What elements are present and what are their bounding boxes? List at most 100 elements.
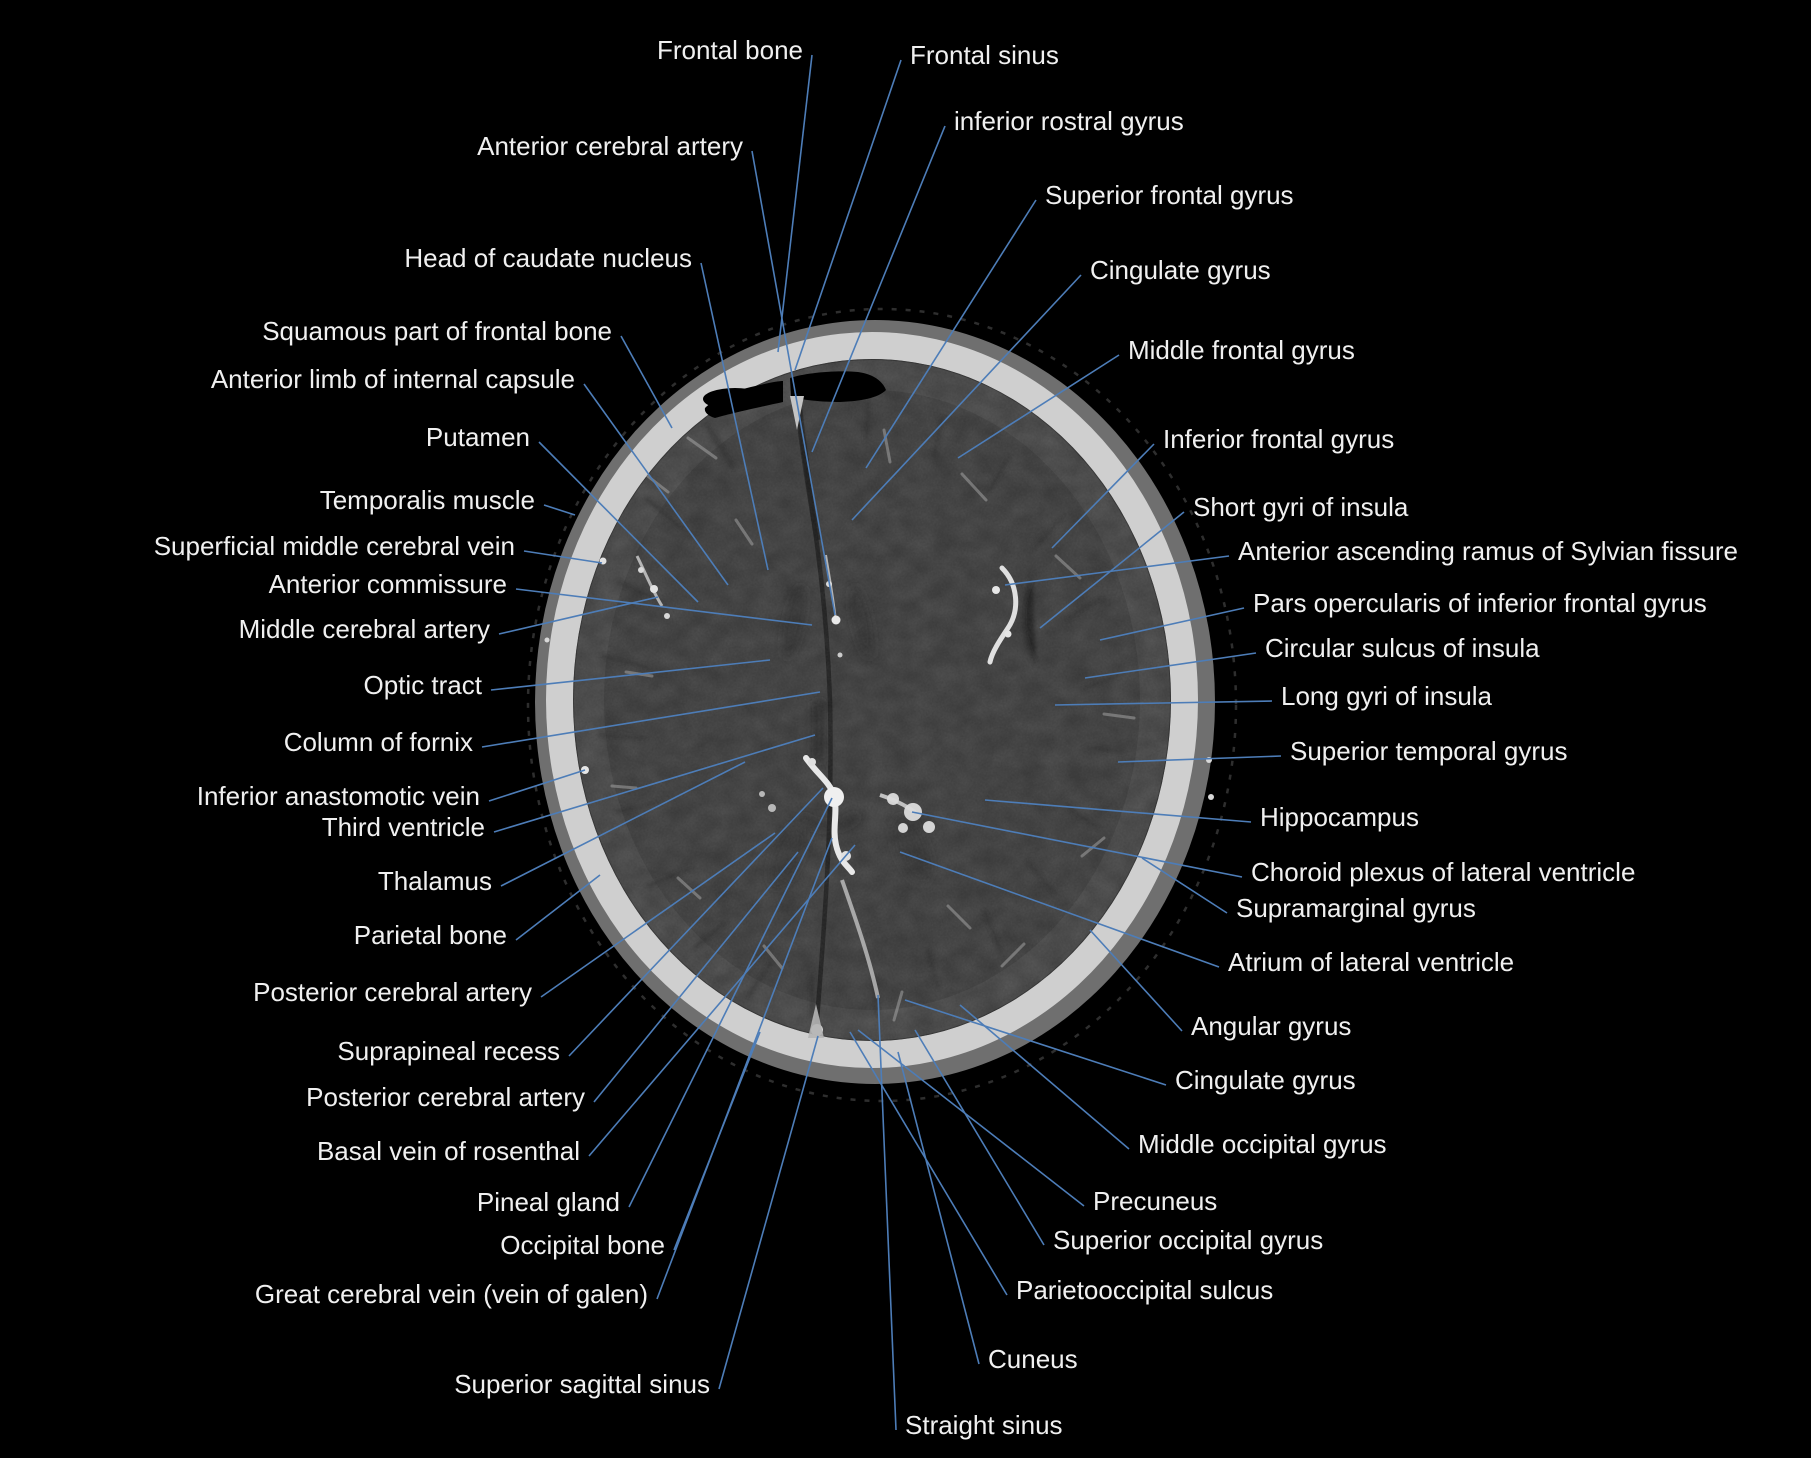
anatomy-label: Pars opercularis of inferior frontal gyr…	[1253, 588, 1707, 618]
leader-line	[718, 1035, 819, 1390]
leader-line	[538, 441, 699, 603]
anatomy-label: Thalamus	[378, 866, 492, 896]
frontal-crest	[790, 396, 804, 430]
anatomy-label: Parietal bone	[354, 920, 507, 950]
leader-line	[1089, 929, 1183, 1032]
leader-line	[957, 354, 1120, 459]
anatomy-label: Parietooccipital sulcus	[1016, 1275, 1273, 1305]
anatomy-label: Anterior cerebral artery	[477, 131, 743, 161]
leader-line	[857, 1029, 1085, 1207]
leader-line	[583, 383, 729, 586]
anatomy-label: Head of caudate nucleus	[404, 243, 692, 273]
leader-line	[568, 787, 824, 1057]
anatomy-label: Circular sulcus of insula	[1265, 633, 1540, 663]
anatomy-label: Column of fornix	[284, 727, 473, 757]
leader-line	[620, 335, 673, 429]
leader-line	[1117, 755, 1282, 763]
leader-line	[493, 734, 816, 833]
anatomy-label: Inferior frontal gyrus	[1163, 424, 1394, 454]
anatomy-label: Middle occipital gyrus	[1138, 1129, 1387, 1159]
anatomy-label: Optic tract	[364, 670, 483, 700]
leader-line	[811, 125, 946, 453]
anatomy-label: Inferior anastomotic vein	[197, 781, 480, 811]
straight-sinus-streak	[840, 879, 880, 999]
anatomy-label: Posterior cerebral artery	[306, 1082, 585, 1112]
leader-line	[777, 54, 813, 353]
anterior-cerebral-artery-dot	[831, 615, 841, 625]
anatomy-label: Cingulate gyrus	[1090, 255, 1271, 285]
anatomy-label: Temporalis muscle	[320, 485, 535, 515]
leader-line	[593, 851, 799, 1103]
anatomy-label: Pineal gland	[477, 1187, 620, 1217]
leader-line	[500, 761, 746, 887]
anatomy-label: Supramarginal gyrus	[1236, 893, 1476, 923]
leader-line	[656, 837, 833, 1300]
leader-line	[543, 504, 576, 516]
anatomy-label: Angular gyrus	[1191, 1011, 1351, 1041]
internal-occipital-crest	[808, 1004, 824, 1038]
pineal-gland-calcification	[824, 787, 844, 807]
anatomy-label: Long gyri of insula	[1281, 681, 1493, 711]
leader-line	[1054, 700, 1273, 706]
anatomy-label: Precuneus	[1093, 1186, 1217, 1216]
leader-line	[959, 1004, 1130, 1150]
anatomy-label: Frontal sinus	[910, 40, 1059, 70]
leader-line	[914, 1029, 1045, 1246]
leader-line	[911, 811, 1243, 878]
anatomy-label: Cuneus	[988, 1344, 1078, 1374]
anatomy-label: Frontal bone	[657, 35, 803, 65]
leader-line	[515, 588, 813, 626]
leader-line	[851, 274, 1082, 521]
anatomy-label: Squamous part of frontal bone	[262, 316, 612, 346]
leader-line	[897, 1051, 980, 1365]
anatomy-label: Superior frontal gyrus	[1045, 180, 1294, 210]
anatomy-label: inferior rostral gyrus	[954, 106, 1184, 136]
leader-line	[865, 199, 1037, 469]
leader-line	[899, 851, 1220, 968]
leader-line	[1099, 607, 1245, 641]
leader-line	[523, 550, 603, 564]
anatomy-label: Superior occipital gyrus	[1053, 1225, 1323, 1255]
leader-line	[1141, 857, 1228, 914]
anatomy-label: Middle frontal gyrus	[1128, 335, 1355, 365]
anatomy-label: Choroid plexus of lateral ventricle	[1251, 857, 1635, 887]
leader-line	[498, 596, 659, 635]
leader-line	[488, 769, 586, 802]
anatomy-label: Cingulate gyrus	[1175, 1065, 1356, 1095]
anatomy-label: Middle cerebral artery	[239, 614, 490, 644]
anatomy-label: Superior sagittal sinus	[454, 1369, 710, 1399]
anatomy-label: Occipital bone	[500, 1230, 665, 1260]
ct-head-image	[526, 307, 1238, 1103]
leader-line	[1039, 511, 1185, 629]
leader-lines	[481, 54, 1282, 1431]
leader-line	[1004, 555, 1230, 586]
anatomy-label: Short gyri of insula	[1193, 492, 1409, 522]
anatomy-label: Anterior limb of internal capsule	[211, 364, 575, 394]
leader-line	[700, 262, 769, 571]
leader-line	[904, 999, 1167, 1086]
leader-line	[481, 691, 821, 748]
leader-line	[751, 150, 836, 616]
anatomy-label: Posterior cerebral artery	[253, 977, 532, 1007]
anatomy-label: Atrium of lateral ventricle	[1228, 947, 1514, 977]
anatomy-label: Straight sinus	[905, 1410, 1063, 1440]
anatomy-label: Anterior commissure	[269, 569, 507, 599]
anatomy-label: Anterior ascending ramus of Sylvian fiss…	[1238, 536, 1738, 566]
anatomy-label: Basal vein of rosenthal	[317, 1136, 580, 1166]
leader-line	[628, 797, 833, 1208]
choroid-plexus-left	[759, 791, 776, 812]
leader-line	[1051, 443, 1155, 549]
leader-line	[984, 799, 1252, 823]
anatomy-label: Great cerebral vein (vein of galen)	[255, 1279, 648, 1309]
leader-line	[1084, 652, 1257, 679]
anatomy-label: Superior temporal gyrus	[1290, 736, 1567, 766]
anatomy-label: Putamen	[426, 422, 530, 452]
leader-line	[877, 994, 897, 1431]
leader-line	[794, 59, 902, 371]
leader-line	[540, 832, 776, 998]
anatomy-label: Suprapineal recess	[337, 1036, 560, 1066]
leader-line	[849, 1031, 1008, 1296]
